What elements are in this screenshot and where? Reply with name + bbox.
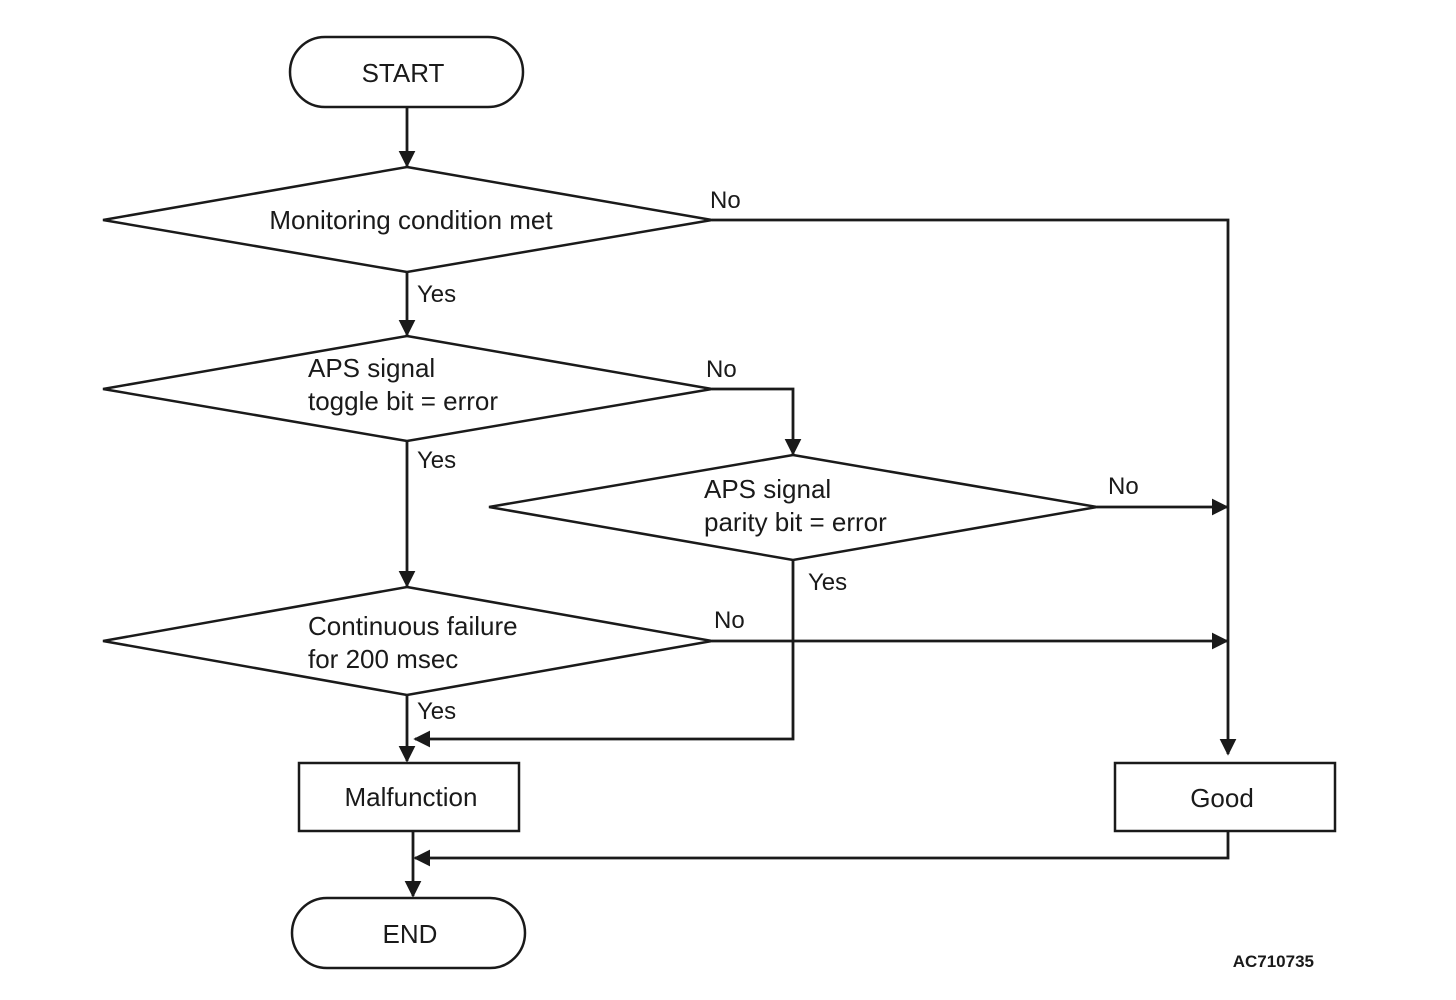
continuous-label-line1: Continuous failure [308, 611, 518, 641]
good-label: Good [1190, 783, 1254, 813]
continuous-label-line2: for 200 msec [308, 644, 458, 674]
start-terminator [288, 35, 525, 109]
continuous-yes-label: Yes [417, 698, 456, 725]
edge-monitoring-no-to-good [712, 218, 1237, 756]
connectors [398, 108, 1237, 898]
parity-yes-label: Yes [808, 569, 847, 596]
toggle-no-label: No [706, 356, 737, 383]
parity-no-label: No [1108, 473, 1139, 500]
malfunction-node: Malfunction [297, 761, 521, 833]
end-label: END [383, 919, 438, 949]
malfunction-label: Malfunction [345, 782, 478, 812]
parity-label-line2: parity bit = error [704, 507, 887, 537]
toggle-diamond [102, 334, 713, 443]
toggle-yes-label: Yes [417, 447, 456, 474]
monitoring-decision: Monitoring condition met [102, 165, 713, 274]
start-node: START [288, 35, 525, 109]
edge-parity-yes-to-malfunction [413, 560, 795, 748]
good-node: Good [1113, 761, 1337, 833]
continuous-decision: Continuous failure for 200 msec [102, 585, 713, 697]
start-label: START [362, 58, 445, 88]
edge-good-to-end [413, 832, 1230, 867]
good-box [1113, 761, 1337, 833]
edge-labels: No Yes No Yes No Yes No Yes [417, 187, 1139, 725]
toggle-decision: APS signal toggle bit = error [102, 334, 713, 443]
parity-decision: APS signal parity bit = error [488, 453, 1098, 562]
toggle-label-line2: toggle bit = error [308, 386, 498, 416]
end-terminator [290, 896, 527, 970]
malfunction-box [297, 761, 521, 833]
parity-diamond [488, 453, 1098, 562]
monitoring-no-label: No [710, 187, 741, 214]
continuous-no-label: No [714, 607, 745, 634]
monitoring-label: Monitoring condition met [269, 205, 553, 235]
parity-label-line1: APS signal [704, 474, 831, 504]
toggle-label-line1: APS signal [308, 353, 435, 383]
monitoring-yes-label: Yes [417, 281, 456, 308]
continuous-diamond [102, 585, 713, 697]
edge-toggle-no-to-parity [712, 387, 802, 456]
monitoring-diamond [102, 165, 713, 274]
end-node: END [290, 896, 527, 970]
reference-code: AC710735 [1233, 952, 1314, 971]
